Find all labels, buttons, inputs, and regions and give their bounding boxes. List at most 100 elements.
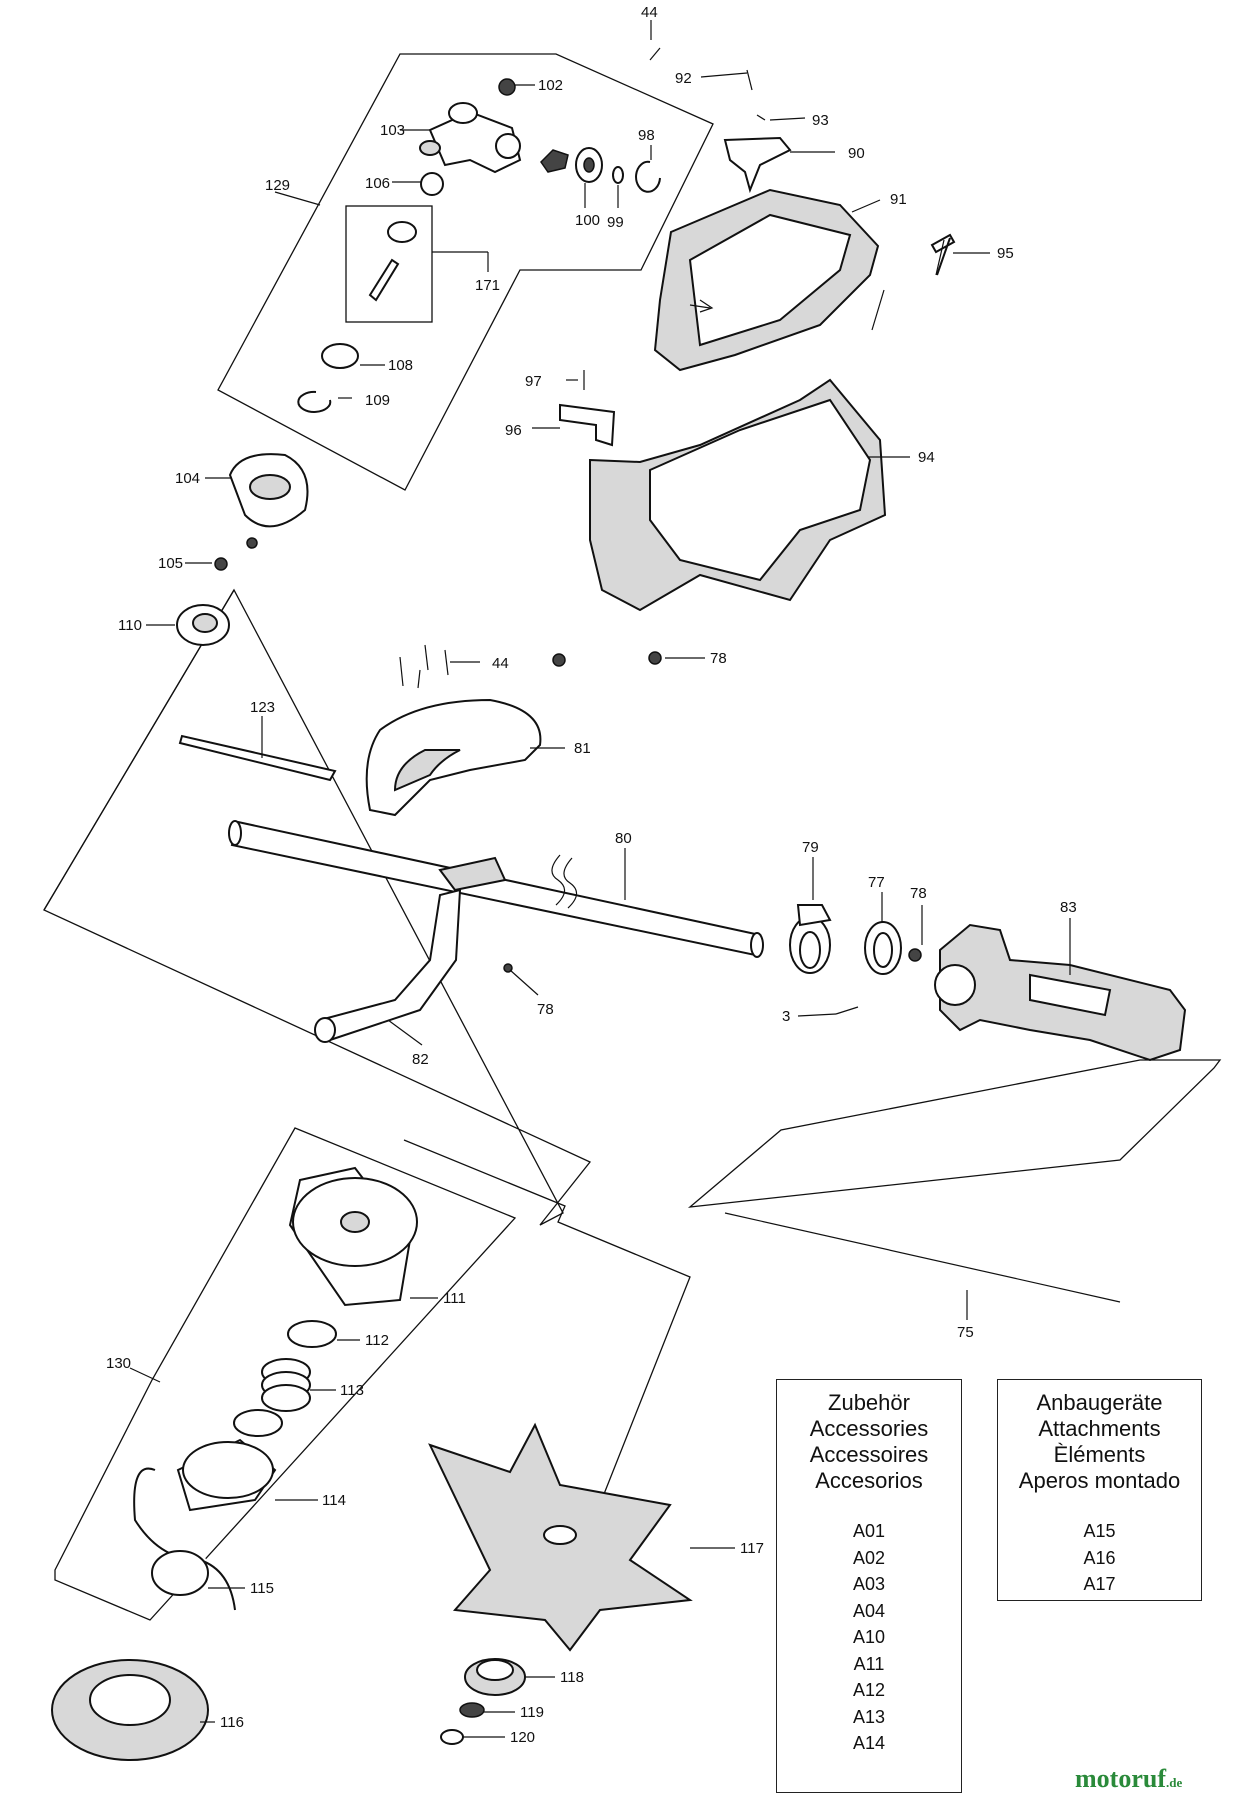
callout-label: 93 <box>812 112 829 129</box>
accessory-code[interactable]: A03 <box>852 1574 886 1594</box>
assembly-frame-drive-shaft <box>687 1059 1222 1208</box>
callout-label: 75 <box>957 1324 974 1341</box>
nut-cup-118 <box>464 1658 526 1696</box>
callout-label: 3 <box>782 1008 790 1025</box>
assembly-frame-129 <box>217 53 714 491</box>
nut-78-tube <box>908 948 922 962</box>
barrier-handle-81-grip <box>393 749 461 792</box>
guard-clip-90 <box>723 136 792 194</box>
watermark-brand: motoruf <box>1075 1764 1166 1793</box>
screw-44-handle-b <box>417 669 421 689</box>
motoruf-watermark: motoruf.de <box>1075 1764 1182 1794</box>
callout-label: 111 <box>443 1290 466 1307</box>
screw-44-handle-d <box>444 649 449 676</box>
callout-label: 106 <box>365 175 390 192</box>
callout-label: 79 <box>802 839 819 856</box>
screw-3 <box>835 1006 859 1015</box>
spool-115-coil <box>151 1550 209 1596</box>
screw-93 <box>756 114 766 121</box>
screw-44-handle-a <box>399 656 404 687</box>
clamp-79 <box>789 904 832 974</box>
callout-label: 120 <box>510 1729 535 1746</box>
accessories-box: Zubehör Accessories Accessoires Accesori… <box>776 1379 962 1793</box>
accessory-code[interactable]: A13 <box>852 1706 886 1727</box>
attachments-box: Anbaugeräte Attachments Èléments Aperos … <box>997 1379 1202 1601</box>
barrier-handle-81 <box>365 698 542 817</box>
screw-44-top <box>649 47 661 61</box>
callout-label: 114 <box>322 1492 346 1509</box>
accessory-code[interactable]: A12 <box>852 1680 886 1700</box>
drive-shaft-75 <box>724 1212 1121 1303</box>
callout-label: 78 <box>910 885 927 902</box>
callout-label: 92 <box>675 70 692 87</box>
bearing-100 <box>575 147 603 183</box>
accessory-code[interactable]: A01 <box>852 1521 886 1541</box>
attachment-code[interactable]: A16 <box>1083 1547 1116 1568</box>
callout-label: 105 <box>158 555 183 572</box>
bevel-gear <box>540 149 569 173</box>
washer-119 <box>459 1702 485 1718</box>
callout-label: 171 <box>475 277 500 294</box>
callout-label: 118 <box>560 1669 584 1686</box>
callout-label: 44 <box>492 655 509 672</box>
callout-label: 91 <box>890 191 907 208</box>
callout-label: 44 <box>641 4 658 21</box>
watermark-suffix: .de <box>1165 1775 1183 1790</box>
accessory-code[interactable]: A14 <box>852 1733 886 1753</box>
bolt-105 <box>214 557 228 571</box>
gear-171 <box>387 221 417 243</box>
bearing-106 <box>420 172 444 196</box>
callout-label: 116 <box>220 1714 244 1731</box>
callout-label: 109 <box>365 392 390 409</box>
callout-label: 130 <box>106 1355 131 1372</box>
screw-44-handle-c <box>424 644 429 671</box>
callout-label: 96 <box>505 422 522 439</box>
callout-label: 123 <box>250 699 275 716</box>
callout-label: 99 <box>607 214 624 231</box>
bearing-108 <box>321 343 359 369</box>
handle-bar-82 <box>314 856 513 1043</box>
nut-78-guard-right <box>648 651 662 665</box>
attachment-code[interactable]: A17 <box>1083 1574 1116 1594</box>
accessory-code[interactable]: A04 <box>852 1600 886 1621</box>
accessory-code[interactable]: A11 <box>853 1653 885 1674</box>
attachments-heading: Attachments <box>1038 1416 1161 1441</box>
nut-120 <box>440 1729 464 1745</box>
clamp-77 <box>864 921 902 975</box>
assembly-frame-130 <box>54 1127 517 1621</box>
shaft-171 <box>368 258 400 302</box>
accessories-heading: Accesorios <box>815 1468 923 1493</box>
callout-label: 80 <box>615 830 632 847</box>
assembly-frame-117 <box>403 1139 691 1601</box>
callout-label: 78 <box>537 1001 554 1018</box>
accessories-heading: Accessoires <box>809 1442 929 1467</box>
callout-label: 83 <box>1060 899 1077 916</box>
bolt-105b <box>246 537 258 549</box>
attachment-code[interactable]: A15 <box>1083 1521 1116 1541</box>
attachments-heading: Anbaugeräte <box>1036 1390 1163 1415</box>
clamp-washer-110 <box>176 604 230 646</box>
accessory-code[interactable]: A02 <box>852 1547 886 1568</box>
inset-frame-171 <box>345 205 433 323</box>
callout-label: 117 <box>740 1540 764 1557</box>
callout-label: 129 <box>265 177 290 194</box>
spool-cover-111 <box>288 1166 418 1307</box>
guard-94-face <box>649 398 872 582</box>
callout-label: 110 <box>118 617 142 634</box>
attachments-heading: Èléments <box>1053 1442 1146 1467</box>
callout-label: 98 <box>638 127 655 144</box>
washer-114a <box>233 1409 283 1437</box>
spool-housing-116 <box>51 1659 209 1761</box>
nut-102 <box>498 78 516 96</box>
bracket-96 <box>559 403 616 447</box>
cover-104-hole <box>249 474 291 500</box>
callout-label: 81 <box>574 740 591 757</box>
washer-99 <box>612 166 624 184</box>
accessories-heading: Zubehör <box>828 1390 910 1415</box>
callout-label: 112 <box>365 1332 389 1349</box>
accessory-code[interactable]: A10 <box>852 1627 886 1647</box>
assembly-frame-lower-left <box>43 588 592 1226</box>
callout-label: 90 <box>848 145 865 162</box>
circlip-109 <box>297 390 332 413</box>
